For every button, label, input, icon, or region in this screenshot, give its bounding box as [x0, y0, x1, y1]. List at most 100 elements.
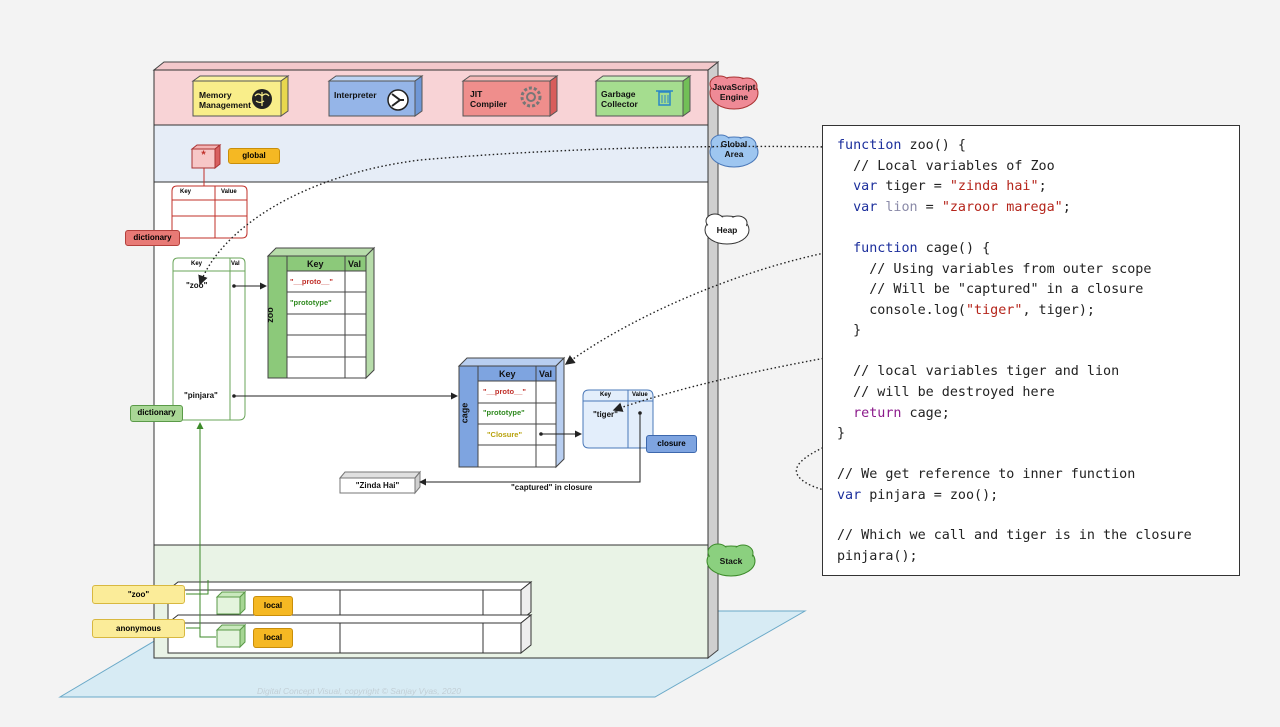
code-token: "tiger"	[966, 303, 1023, 318]
code-line-2: // Local variables of Zoo	[837, 159, 1055, 174]
box-top	[152, 61, 720, 71]
zinda-hai-value: "Zinda Hai"	[355, 481, 400, 490]
cage-code-link	[564, 247, 853, 365]
code-token: console.log(	[837, 303, 966, 318]
cage-object	[457, 356, 566, 469]
code-token: "zinda hai"	[949, 179, 1039, 194]
zoo-prototype-key: "prototype"	[290, 298, 332, 307]
code-token: zoo() {	[901, 138, 966, 153]
global-dictionary-tag: dictionary	[125, 230, 180, 246]
code-line-20: // Which we call and tiger is in the clo…	[837, 528, 1192, 543]
code-line-12: // local variables tiger and lion	[837, 364, 1120, 379]
code-token: , tiger);	[1022, 303, 1095, 318]
interpreter-label: Interpreter	[334, 90, 377, 100]
zoo-proto-key: "__proto__"	[290, 277, 333, 286]
code-token: ;	[1062, 200, 1071, 215]
code-line-15: }	[837, 426, 846, 441]
code-line-21: pinjara();	[837, 549, 918, 564]
star-symbol: *	[201, 149, 206, 161]
stack-anon-line	[186, 627, 216, 638]
code-line-1: function zoo() {	[837, 138, 966, 153]
code-line-14: return cage;	[837, 406, 950, 421]
global-dict-value-header: Value	[221, 189, 237, 195]
code-token: =	[917, 200, 942, 215]
engine-cloud-label: JavaScript Engine	[712, 82, 756, 102]
copyright-text: Digital Concept Visual, copyright © Sanj…	[257, 686, 461, 696]
code-token: tiger =	[877, 179, 950, 194]
cage-val-header: Val	[539, 369, 553, 379]
closure-table	[582, 389, 654, 449]
memory-management-label: Memory Management	[199, 90, 251, 110]
code-line-8: // Will be "captured" in a closure	[837, 282, 1144, 297]
code-line-6: function cage() {	[837, 241, 990, 256]
code-token: var	[837, 488, 862, 503]
code-line-13: // will be destroyed here	[837, 385, 1055, 400]
cage-side-label: cage	[459, 402, 470, 424]
code-token: cage;	[901, 406, 950, 421]
cage-proto-key: "__proto__"	[483, 387, 526, 396]
code-token: return	[837, 406, 902, 421]
global-object-box	[190, 143, 222, 170]
window-dict-zoo-key: "zoo"	[186, 281, 208, 290]
window-dictionary-tag: dictionary	[130, 405, 183, 422]
cage-closure-key: "Closure"	[487, 430, 523, 439]
stack-zoo-frame-label: "zoo"	[92, 585, 185, 604]
heap-section	[153, 181, 709, 546]
code-line-17: // We get reference to inner function	[837, 467, 1136, 482]
stack-cloud	[706, 543, 756, 577]
stack-cube-1	[215, 590, 247, 616]
zoo-val-header: Val	[348, 259, 362, 269]
code-token: function	[837, 138, 902, 153]
stack-cube-2	[215, 623, 247, 649]
stack-cloud-label: Stack	[719, 556, 743, 566]
code-panel: function zoo() { // Local variables of Z…	[822, 125, 1240, 576]
window-dict-pinjara-key: "pinjara"	[184, 391, 218, 400]
zoo-key-header: Key	[307, 259, 324, 269]
code-line-4: var lion = "zaroor marega";	[837, 200, 1071, 215]
code-token: function	[837, 241, 918, 256]
stack-local-tag-1: local	[253, 596, 293, 616]
window-dict-key-header: Key	[191, 261, 203, 267]
garbage-collector-label: Garbage Collector	[601, 89, 638, 109]
trash-icon	[656, 90, 673, 106]
zoo-side-label: zoo	[264, 307, 275, 323]
global-tag: global	[228, 148, 280, 164]
captured-label: "captured" in closure	[511, 483, 593, 492]
heap-cloud-label: Heap	[716, 225, 738, 235]
stack-frame-2	[166, 613, 533, 655]
brain-icon	[252, 89, 272, 109]
global-dict-key-header: Key	[180, 189, 192, 195]
global-cloud-label: Global Area	[720, 139, 748, 159]
code-line-10: }	[837, 323, 862, 338]
zoo-object	[266, 246, 376, 380]
stack-local-tag-2: local	[253, 628, 293, 648]
code-token: var	[837, 200, 878, 215]
cage-prototype-key: "prototype"	[483, 408, 525, 417]
engine-cloud	[709, 75, 759, 110]
interpreter-icon	[387, 89, 409, 111]
code-token: "zaroor marega"	[941, 200, 1063, 215]
code-line-9: console.log("tiger", tiger);	[837, 303, 1095, 318]
jit-compiler-label: JIT Compiler	[470, 89, 507, 109]
stack-anonymous-frame-label: anonymous	[92, 619, 185, 638]
heap-cloud	[704, 213, 750, 245]
code-token: var	[837, 179, 878, 194]
code-line-7: // Using variables from outer scope	[837, 262, 1152, 277]
code-line-18: var pinjara = zoo();	[837, 488, 998, 503]
code-token: ;	[1038, 179, 1047, 194]
window-dictionary-table	[172, 257, 246, 421]
cage-key-header: Key	[499, 369, 516, 379]
code-token: cage() {	[917, 241, 991, 256]
garbage-collector-box	[594, 75, 692, 117]
captured-arrow	[419, 413, 641, 486]
stack-zoo-line	[186, 580, 209, 595]
closure-key-header: Key	[600, 392, 612, 398]
closure-value-header: Value	[632, 392, 648, 398]
code-line-3: var tiger = "zinda hai";	[837, 179, 1047, 194]
closure-tiger-key: "tiger"	[593, 410, 618, 419]
zinda-hai-box	[338, 470, 422, 495]
code-token: pinjara = zoo();	[861, 488, 999, 503]
window-dict-val-header: Val	[231, 261, 240, 267]
gear-icon	[520, 86, 542, 108]
closure-tag: closure	[646, 435, 697, 453]
